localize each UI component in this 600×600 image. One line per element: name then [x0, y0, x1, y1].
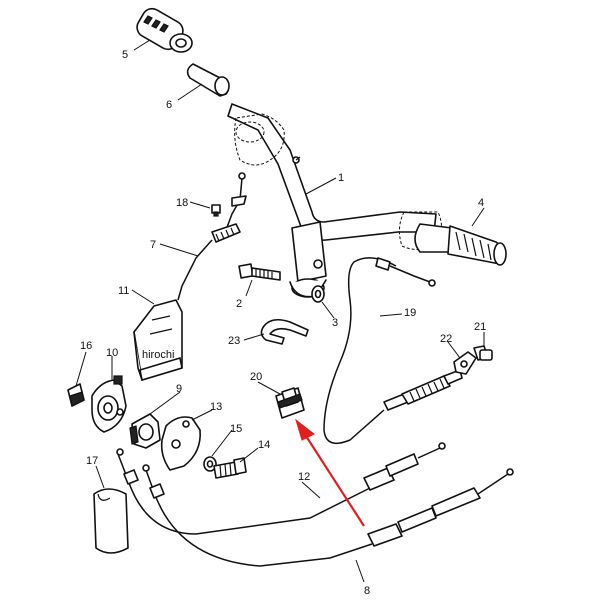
part-4-right-grip [414, 223, 507, 266]
label-23: 23 [228, 335, 240, 347]
label-9: 9 [176, 383, 182, 395]
part-21-bolt [473, 345, 493, 361]
label-19: 19 [404, 307, 416, 319]
part-5-grip-end [136, 7, 193, 53]
part-2-bolt [238, 263, 281, 281]
label-16: 16 [80, 340, 92, 352]
label-2: 2 [236, 298, 242, 310]
part-3-nut [311, 285, 325, 303]
label-18: 18 [176, 197, 188, 209]
label-12: 12 [298, 471, 310, 483]
label-4: 4 [478, 197, 484, 209]
label-5: 5 [122, 49, 128, 61]
label-6: 6 [166, 99, 172, 111]
part-10-housing-half [91, 375, 127, 433]
label-15: 15 [230, 423, 242, 435]
part-16-cam [67, 383, 85, 407]
callout-lines [75, 39, 485, 583]
part-7-throttle-cable [177, 172, 247, 301]
part-8-cable [142, 464, 514, 567]
part-13-switch-cover [160, 416, 201, 471]
label-21: 21 [474, 321, 486, 333]
part-11-throttle-housing [133, 299, 183, 381]
part-20-clip [275, 387, 305, 419]
part-23-cable-clamp [260, 318, 309, 345]
part-9-pulley [129, 413, 161, 449]
label-10: 10 [106, 347, 118, 359]
label-7: 7 [150, 239, 156, 251]
part-17-sleeve [93, 488, 129, 554]
label-14: 14 [258, 439, 270, 451]
label-22: 22 [440, 333, 452, 345]
part-15-washer [203, 456, 217, 472]
label-8: 8 [364, 585, 370, 597]
part-19-brake-cable [323, 257, 463, 445]
part-22-bracket [453, 351, 477, 375]
label-13: 13 [210, 401, 222, 413]
label-20: 20 [250, 371, 262, 383]
part-18-screw [211, 204, 221, 217]
part-1-handlebar [227, 103, 442, 298]
red-arrow-pointer [295, 418, 365, 527]
part-number-labels: 5 6 1 4 18 7 11 2 3 23 19 22 21 16 10 9 … [80, 49, 486, 597]
label-3: 3 [332, 317, 338, 329]
label-1: 1 [338, 172, 344, 184]
watermark: hirochi [142, 349, 174, 361]
label-17: 17 [86, 455, 98, 467]
part-14-screw [213, 457, 247, 479]
part-12-cable [116, 442, 446, 535]
part-6-throttle-sleeve [186, 63, 230, 97]
label-11: 11 [118, 285, 129, 297]
